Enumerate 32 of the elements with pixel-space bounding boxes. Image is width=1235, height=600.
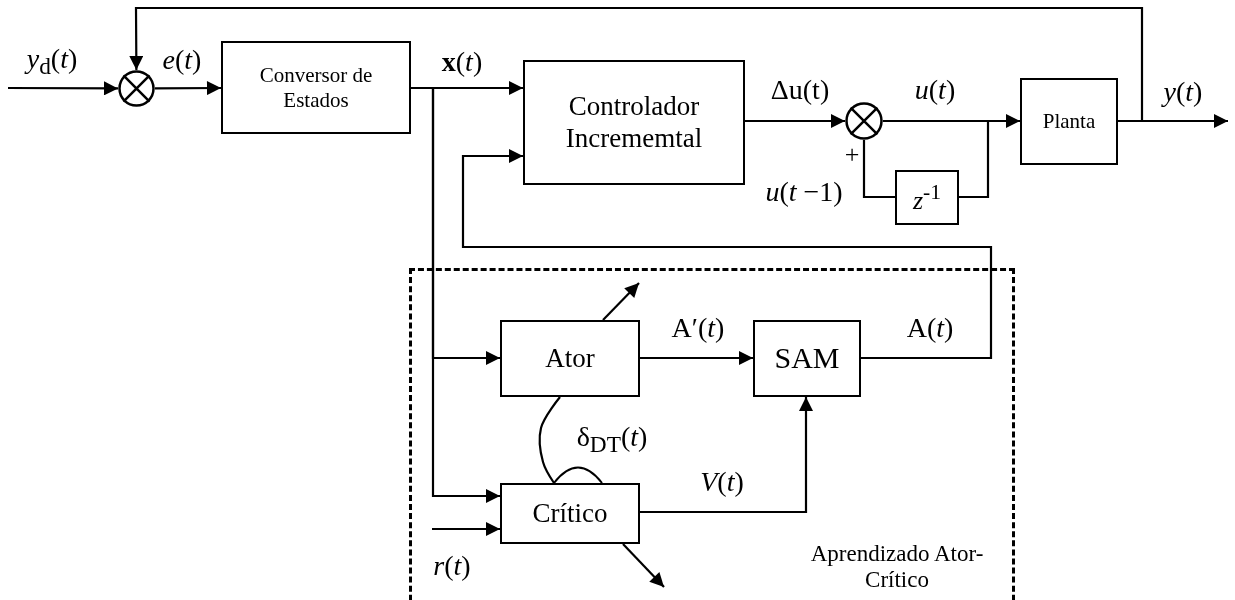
summing-junction: [845, 102, 883, 140]
block: [1020, 78, 1118, 165]
arrow: [745, 114, 845, 128]
block-label: SAM: [774, 341, 840, 376]
block-label: Crítico: [532, 497, 608, 529]
arrow: [155, 81, 221, 96]
block-label: z$^{-1}$: [912, 179, 942, 216]
arrow: [640, 397, 813, 514]
block: [221, 41, 411, 134]
block: [500, 483, 640, 544]
group-title: Aprendizado Ator-Crítico: [809, 541, 985, 594]
sign-label: +: [844, 142, 860, 168]
arrow: [432, 522, 500, 536]
block-label: Ator: [545, 342, 595, 374]
connector-line: [538, 396, 561, 484]
block-label: Controlador Incrememtal: [564, 91, 704, 154]
block-label: Conversor de Estados: [258, 63, 374, 112]
block-label: Planta: [1042, 109, 1096, 134]
block: [500, 320, 640, 397]
connector-line: [862, 140, 895, 199]
arrow: [8, 81, 118, 96]
arrow: [129, 6, 1144, 123]
arrow: [461, 149, 993, 360]
connector-line: [883, 119, 990, 199]
arrow: [411, 86, 500, 503]
arrow: [622, 543, 665, 588]
arrow: [602, 282, 640, 321]
arrow: [640, 351, 753, 365]
block: [523, 60, 745, 185]
block: [895, 170, 959, 225]
summing-junction: [118, 70, 155, 107]
block: [753, 320, 861, 397]
